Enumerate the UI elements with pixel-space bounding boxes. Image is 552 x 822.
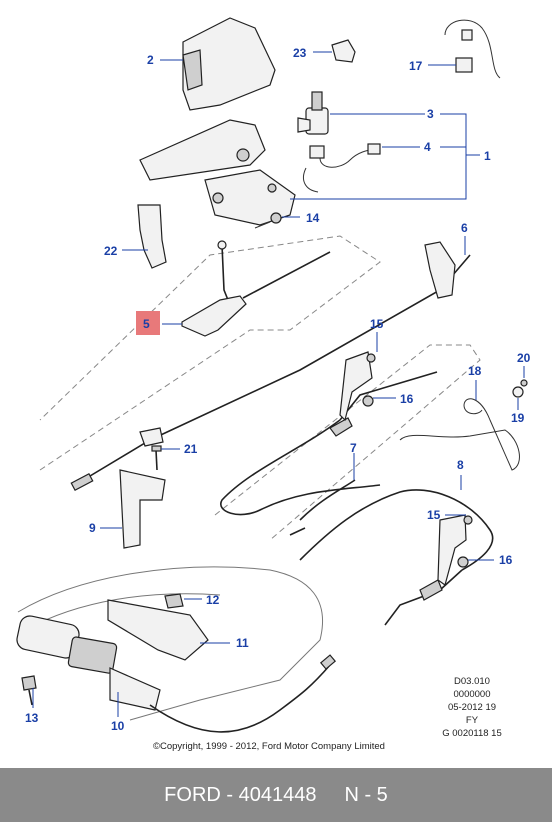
bolt-21 xyxy=(151,445,162,471)
callout-3: 3 xyxy=(427,107,434,121)
wiring-harness xyxy=(303,143,381,193)
callout-8: 8 xyxy=(457,458,464,472)
callout-labels: 1 2 3 4 5 6 7 8 9 10 11 12 13 14 15 15 1… xyxy=(25,46,531,733)
bracket-upper xyxy=(339,351,376,422)
callout-16-upper: 16 xyxy=(400,392,414,406)
drawing-number: 0000000 xyxy=(453,689,491,700)
cable-10-end xyxy=(319,654,337,670)
callout-23: 23 xyxy=(293,46,307,60)
assembly-outline xyxy=(39,235,381,471)
callout-5: 5 xyxy=(143,317,150,331)
parts-diagram: 1 2 3 4 5 6 7 8 9 10 11 12 13 14 15 15 1… xyxy=(16,17,531,733)
switch-part xyxy=(297,91,329,135)
bolt-13 xyxy=(21,675,37,706)
callout-13: 13 xyxy=(25,711,39,725)
callout-19: 19 xyxy=(511,411,525,425)
lever-boot xyxy=(182,17,276,111)
callout-16-lower: 16 xyxy=(499,553,513,567)
callout-15-upper: 15 xyxy=(370,317,384,331)
cable-8 xyxy=(299,489,494,626)
callout-17: 17 xyxy=(409,59,423,73)
callout-22: 22 xyxy=(104,244,118,258)
footer-part-number: FORD - 4041448 xyxy=(164,783,317,806)
copyright-notice: ©Copyright, 1999 - 2012, Ford Motor Comp… xyxy=(153,741,385,752)
bracket-11 xyxy=(107,599,209,661)
callout-1: 1 xyxy=(484,149,491,163)
callout-12: 12 xyxy=(206,593,220,607)
callout-9: 9 xyxy=(89,521,96,535)
callout-21: 21 xyxy=(184,442,198,456)
callout-7: 7 xyxy=(350,441,357,455)
assembly-outline-right xyxy=(214,344,481,541)
grommet-12 xyxy=(164,593,184,609)
bolt-14 xyxy=(254,212,282,229)
callout-2: 2 xyxy=(147,53,154,67)
bracket-22 xyxy=(137,204,167,269)
drawing-date: 05-2012 19 xyxy=(447,702,497,713)
bracket-9 xyxy=(119,469,166,549)
callout-4: 4 xyxy=(424,140,431,154)
callout-20: 20 xyxy=(517,351,531,365)
callout-14: 14 xyxy=(306,211,320,225)
cable-7 xyxy=(220,371,438,536)
front-cable xyxy=(181,240,331,337)
drawing-code: D03.010 xyxy=(454,676,490,687)
rear-cable xyxy=(70,241,471,492)
bracket-lower xyxy=(437,514,473,586)
callout-15-lower: 15 xyxy=(427,508,441,522)
callout-6: 6 xyxy=(461,221,468,235)
cable-10 xyxy=(149,664,331,733)
sensor-harness xyxy=(444,19,501,79)
floor-outline xyxy=(17,566,324,721)
leader-lines xyxy=(32,51,525,717)
callout-5-highlight xyxy=(136,311,160,335)
handbrake-lever xyxy=(139,119,296,226)
drawing-ref-block: D03.010 0000000 05-2012 19 FY G 0020118 … xyxy=(422,676,522,739)
clip-19 xyxy=(512,379,528,398)
bracket-23 xyxy=(331,39,356,63)
drawing-id: G 0020118 15 xyxy=(442,728,502,739)
drawing-model: FY xyxy=(465,715,479,726)
callout-11: 11 xyxy=(236,636,249,650)
actuator-motor xyxy=(16,615,161,711)
callout-18: 18 xyxy=(468,364,482,378)
footer-bar: FORD - 4041448 N - 5 xyxy=(0,768,552,822)
callout-10: 10 xyxy=(111,719,125,733)
return-spring xyxy=(399,398,520,471)
footer-diagram-ref: N - 5 xyxy=(344,783,388,806)
